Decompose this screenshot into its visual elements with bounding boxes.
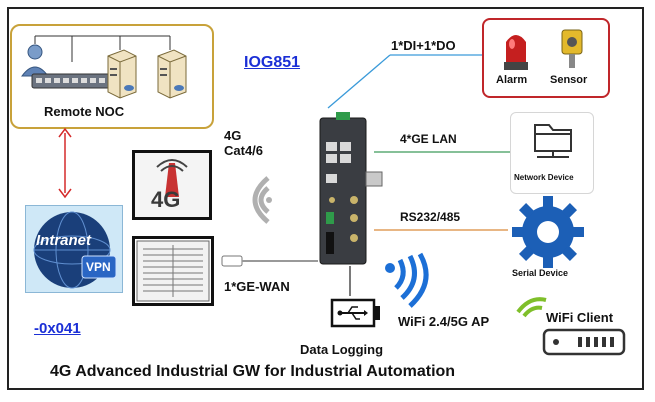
intranet-label: Intranet <box>36 232 92 249</box>
vpn-label: VPN <box>86 260 111 274</box>
network-device-label: Network Device <box>514 173 574 182</box>
wifi-client-signal-icon <box>516 297 547 318</box>
wan-device-icon <box>136 240 210 302</box>
wifi-label: WiFi 2.4/5G AP <box>398 314 490 329</box>
usb-icon <box>330 298 380 328</box>
wan-cable <box>221 255 318 267</box>
cell-tower-icon <box>135 153 209 217</box>
intranet-vpn-tile: Intranet VPN <box>25 205 123 293</box>
server-icon <box>157 49 187 99</box>
wan-module-tile <box>132 236 214 306</box>
noc-network-illustration <box>21 35 187 99</box>
lte-module-tile: 4G <box>132 150 212 220</box>
alarm-sensor-box: Alarm Sensor <box>482 18 610 98</box>
serial-device-label: Serial Device <box>512 268 569 278</box>
cellular-label: 4G Cat4/6 <box>224 128 264 158</box>
wifi-icon <box>385 252 429 308</box>
alarm-label: Alarm <box>496 74 528 86</box>
wifi-client-device-icon <box>542 328 626 356</box>
network-device-card: Network Device <box>510 112 594 194</box>
model-name: IOG851 <box>244 54 301 71</box>
sensor-label: Sensor <box>550 74 588 86</box>
globe-icon <box>33 211 117 289</box>
switch-icon <box>31 73 111 89</box>
user-icon <box>21 44 49 77</box>
remote-noc-label: Remote NOC <box>44 104 125 119</box>
wifi-client-label: WiFi Client <box>546 310 614 325</box>
fourg-label: 4G <box>151 187 181 212</box>
gateway-device <box>318 108 383 266</box>
remote-noc-box: Remote NOC <box>10 24 214 129</box>
server-icon <box>107 49 137 99</box>
ge-wan-label: 1*GE-WAN <box>224 279 290 294</box>
ge-lan-label: 4*GE LAN <box>400 132 457 146</box>
router-icon <box>319 112 383 265</box>
data-logging-label: Data Logging <box>300 342 384 357</box>
folder-icon <box>534 124 572 158</box>
footer-title: 4G Advanced Industrial GW for Industrial… <box>50 363 456 380</box>
serial-label: RS232/485 <box>400 210 461 224</box>
sensor-icon <box>561 29 583 68</box>
alarm-icon <box>504 35 528 70</box>
gear-icon <box>512 196 584 268</box>
vpn-link-arrow <box>58 127 72 199</box>
cellular-signal-icon <box>252 176 272 224</box>
code-label: -0x041 <box>34 320 81 337</box>
di-do-label: 1*DI+1*DO <box>391 38 456 53</box>
